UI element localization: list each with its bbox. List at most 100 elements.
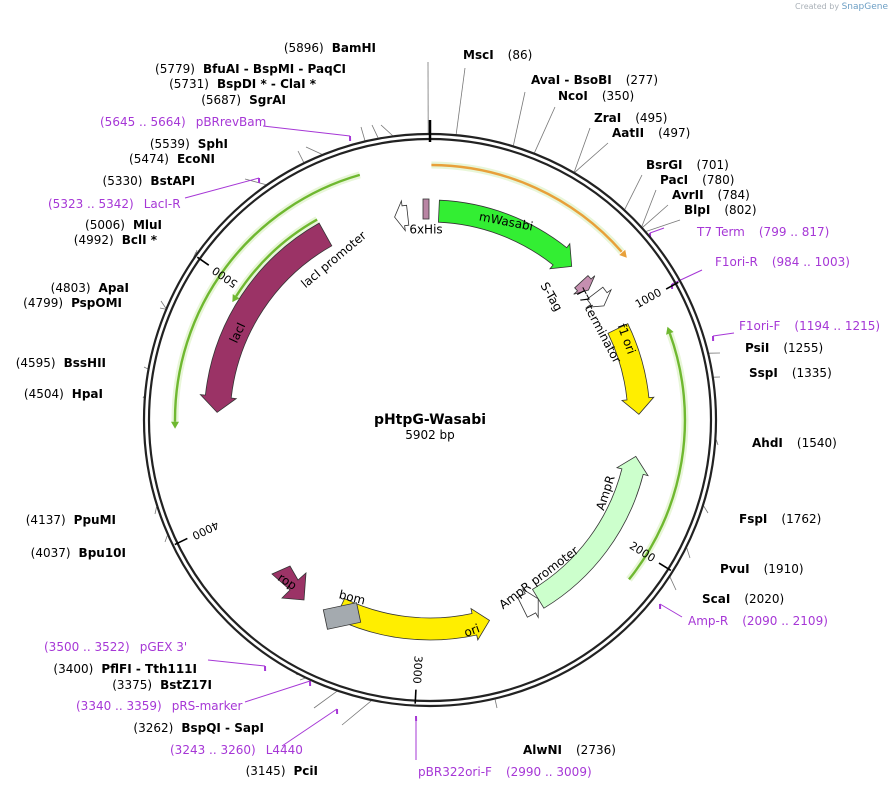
enzyme-name: SspI [749, 366, 778, 380]
feature-t7-terminator [585, 286, 613, 308]
primer-leader-line [712, 332, 735, 337]
primer-leader-line [262, 125, 351, 137]
tick-label: 1000 [633, 286, 664, 311]
enzyme-position: (3400) [53, 662, 93, 676]
enzyme-position: (5006) [85, 218, 125, 232]
primer-leader-line [671, 269, 703, 285]
primer-range: (3500 .. 3522) [44, 640, 130, 654]
primer-label: (3243 .. 3260)L4440 [170, 743, 303, 757]
enzyme-label: (4992)BclI * [74, 233, 158, 247]
enzyme-position: (4595) [16, 356, 56, 370]
plasmid-name: pHtpG-Wasabi [374, 412, 486, 428]
snapgene-watermark: Created by SnapGene [795, 2, 888, 12]
plasmid-size: 5902 bp [405, 428, 455, 442]
feature-laci [199, 222, 333, 413]
primer-range: (799 .. 817) [759, 225, 829, 239]
primer-label: Amp-R(2090 .. 2109) [688, 614, 828, 628]
enzyme-position: (86) [508, 48, 533, 62]
enzyme-name: MluI [133, 218, 162, 232]
enzyme-name: Bpu10I [79, 546, 126, 560]
enzyme-position: (5330) [103, 174, 143, 188]
feature-s-tag [573, 275, 596, 295]
enzyme-leader-line [669, 577, 677, 591]
primer-range: (984 .. 1003) [772, 255, 850, 269]
enzyme-name: EcoNI [177, 152, 215, 166]
enzyme-name: SgrAI [249, 93, 286, 107]
feature-ori [334, 598, 491, 641]
snapgene-logo-text: SnapGene [841, 2, 888, 12]
enzyme-name: MscI [463, 48, 494, 62]
enzyme-label: (3145)PciI [246, 764, 318, 778]
enzyme-label: FspI(1762) [739, 512, 821, 526]
primer-label: F1ori-F(1194 .. 1215) [739, 319, 880, 333]
enzyme-leader-line [164, 535, 168, 543]
feature-f1-ori [607, 323, 655, 415]
enzyme-leader-line [641, 189, 657, 227]
enzyme-label: BsrGI(701) [646, 158, 729, 172]
enzyme-position: (4504) [24, 387, 64, 401]
enzyme-position: (4037) [31, 546, 71, 560]
enzyme-leader-line [642, 204, 669, 228]
enzyme-label: AvaI - BsoBI(277) [531, 73, 658, 87]
enzyme-name: HpaI [72, 387, 103, 401]
primer-label: (5645 .. 5664)pBRrevBam [100, 115, 266, 129]
enzyme-name: PvuI [720, 562, 750, 576]
enzyme-leader-line [686, 547, 691, 559]
enzyme-label: AvrII(784) [672, 188, 750, 202]
enzyme-label: (4799)PspOMI [23, 296, 122, 310]
primer-range: (2990 .. 3009) [506, 765, 592, 779]
feature-6xhis [422, 198, 430, 220]
primer-label: (3340 .. 3359)pRS-marker [76, 699, 242, 713]
orf-arc-laci-inner-head [232, 294, 240, 303]
enzyme-name: AhdI [752, 436, 783, 450]
enzyme-label: (4037) Bpu10I [31, 546, 126, 560]
enzyme-leader-line [371, 124, 379, 138]
enzyme-leader-line [380, 124, 393, 136]
primer-name: pGEX 3' [140, 640, 187, 654]
feature-label: bom [337, 587, 366, 607]
primer-range: (5323 .. 5342) [48, 197, 134, 211]
enzyme-label: (5687)SgrAI [201, 93, 286, 107]
enzyme-position: (5539) [150, 137, 190, 151]
orf-arc-mwasabi [431, 163, 623, 253]
orf-arcs [171, 161, 689, 582]
enzyme-label: ZraI(495) [594, 111, 667, 125]
enzyme-position: (497) [658, 126, 690, 140]
tick-label: 3000 [410, 655, 424, 684]
enzyme-position: (5474) [129, 152, 169, 166]
primer-leader-line [244, 680, 311, 703]
enzyme-name: BspQI - SapI [181, 721, 264, 735]
enzyme-leader-line [715, 439, 719, 446]
enzyme-label: (4137)PpuMI [26, 513, 116, 527]
enzyme-position: (1540) [797, 436, 837, 450]
primer-label: (3500 .. 3522) pGEX 3' [44, 640, 187, 654]
enzyme-leader-line [244, 178, 266, 185]
enzyme-label: (4504) HpaI [24, 387, 103, 401]
primer-leader-line [649, 227, 665, 234]
enzyme-name: PflFI - Tth111I [101, 662, 197, 676]
primer-leader-line [281, 708, 338, 747]
primer-name: T7 Term [696, 225, 745, 239]
enzyme-label: (3400) PflFI - Tth111I [53, 662, 197, 676]
enzyme-position: (1335) [792, 366, 832, 380]
enzyme-label: (3262)BspQI - SapI [133, 721, 264, 735]
enzyme-name: PspOMI [71, 296, 122, 310]
enzyme-name: PacI [660, 173, 688, 187]
enzyme-name: BsrGI [646, 158, 683, 172]
tick-mark [174, 537, 188, 546]
enzyme-leader-line [341, 700, 372, 726]
primer-range: (3340 .. 3359) [76, 699, 162, 713]
enzyme-label: BlpI(802) [684, 203, 757, 217]
enzyme-label: SspI (1335) [749, 366, 832, 380]
feature-bom [322, 602, 362, 630]
enzyme-name: BamHI [332, 41, 376, 55]
enzyme-name: AlwNI [523, 743, 562, 757]
primer-range: (3243 .. 3260) [170, 743, 256, 757]
enzyme-leader-line [624, 174, 643, 210]
enzyme-name: BclI * [122, 233, 158, 247]
enzyme-label: AlwNI(2736) [523, 743, 616, 757]
orf-arc-ampr [628, 332, 687, 581]
enzyme-leader-line [494, 699, 498, 709]
enzyme-leader-line [534, 106, 556, 153]
enzyme-name: BssHII [64, 356, 106, 370]
